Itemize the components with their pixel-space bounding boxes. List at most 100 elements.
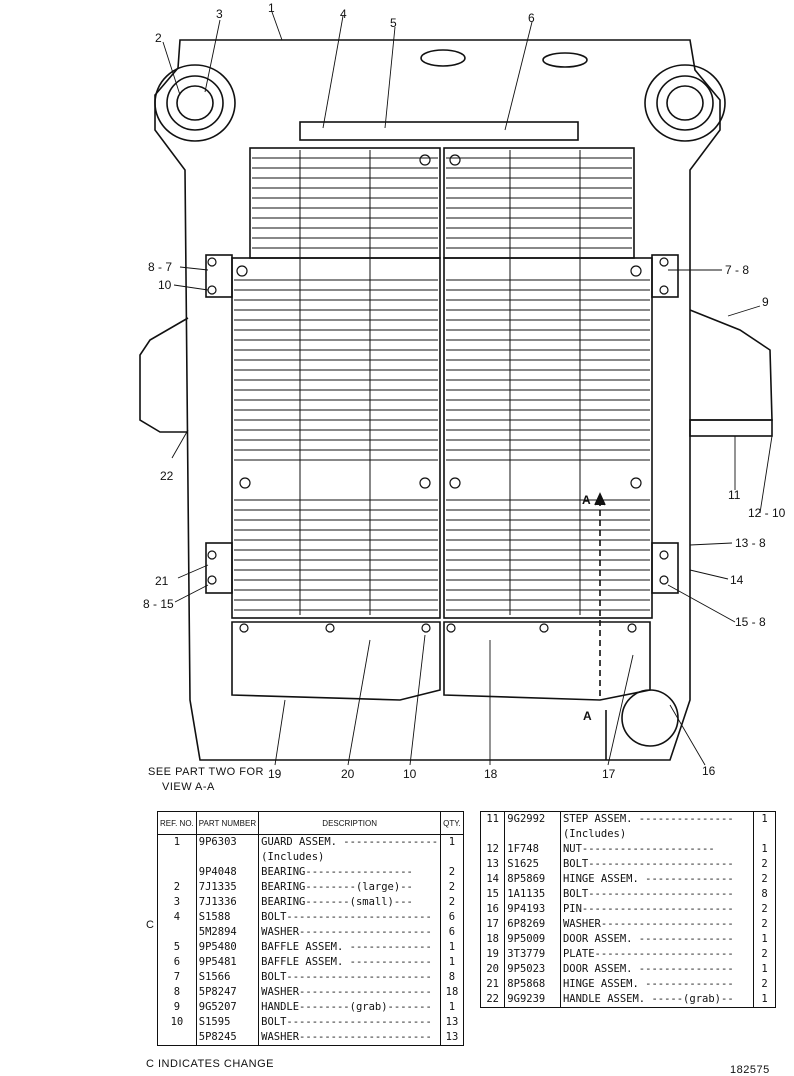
desc-cell: BEARING-------(small)--- <box>261 896 413 908</box>
qty-cell: 2 <box>753 872 776 887</box>
qty-cell <box>753 827 776 842</box>
pn-cell: 9P5009 <box>504 932 561 947</box>
pn-cell: 9G2992 <box>504 811 561 827</box>
ref-cell: 17 <box>480 917 506 932</box>
desc-cell: BOLT----------------------- <box>261 971 432 983</box>
right-door-panel <box>443 257 653 619</box>
ref-cell <box>480 827 506 842</box>
change-marker: C <box>146 919 154 931</box>
qty-cell: 2 <box>753 977 776 992</box>
callout-18: 18 <box>484 767 498 781</box>
ref-cell: 13 <box>480 857 506 872</box>
callout-16: 16 <box>702 764 716 778</box>
view-marker-a-bottom: A <box>583 709 592 723</box>
qty-cell: 6 <box>440 910 464 925</box>
callout-3: 3 <box>216 7 223 21</box>
view-marker-a-top: A <box>582 493 591 507</box>
desc-cell: BOLT----------------------- <box>562 858 734 870</box>
ref-cell <box>157 850 197 865</box>
ref-cell: 2 <box>157 880 197 895</box>
callout-10: 10 <box>158 278 172 292</box>
ref-cell: 9 <box>157 1000 197 1015</box>
change-legend: C INDICATES CHANGE <box>146 1058 274 1070</box>
ref-cell <box>157 865 197 880</box>
pn-cell: 6P8269 <box>504 917 561 932</box>
pn-cell: 9P5480 <box>196 940 260 955</box>
qty-cell: 2 <box>440 895 464 910</box>
qty-cell: 1 <box>753 932 776 947</box>
ref-cell: 16 <box>480 902 506 917</box>
desc-cell: STEP ASSEM. --------------- <box>562 813 734 825</box>
callout-6: 6 <box>528 11 535 25</box>
desc-cell: WASHER--------------------- <box>261 1031 432 1043</box>
left-door-panel <box>231 257 441 619</box>
pn-cell: S1588 <box>196 910 260 925</box>
qty-cell: 2 <box>753 902 776 917</box>
pn-cell: 8P5868 <box>504 977 561 992</box>
left-grille-frame <box>249 147 441 259</box>
drawing-number: 182575 <box>730 1064 770 1076</box>
desc-cell: BEARING----------------- <box>261 866 413 878</box>
ref-cell: 5 <box>157 940 197 955</box>
desc-cell: NUT--------------------- <box>562 843 715 855</box>
desc-cell: HINGE ASSEM. -------------- <box>562 873 734 885</box>
callout-5: 5 <box>390 16 397 30</box>
qty-cell: 1 <box>440 1000 464 1015</box>
callout-8-7: 8 - 7 <box>148 260 172 274</box>
callout-12-10: 12 - 10 <box>748 506 786 520</box>
callout-21: 21 <box>155 574 169 588</box>
callout-19: 19 <box>268 767 282 781</box>
ref-cell: 1 <box>157 834 197 850</box>
ref-cell: 18 <box>480 932 506 947</box>
ref-cell: 11 <box>480 811 506 827</box>
ref-cell: 10 <box>157 1015 197 1030</box>
qty-cell: 1 <box>753 962 776 977</box>
qty-cell: 13 <box>440 1030 464 1046</box>
left-lower-door <box>231 621 441 701</box>
qty-cell: 2 <box>440 865 464 880</box>
pn-cell: 9P4193 <box>504 902 561 917</box>
pn-cell: 9G9239 <box>504 992 561 1008</box>
pn-cell: 9P5023 <box>504 962 561 977</box>
pn-cell: 3T3779 <box>504 947 561 962</box>
right-lower-door <box>443 621 651 701</box>
pn-cell: S1595 <box>196 1015 260 1030</box>
header-qty: QTY. <box>440 811 464 835</box>
qty-cell: 1 <box>440 955 464 970</box>
qty-cell: 1 <box>440 940 464 955</box>
pn-cell <box>196 850 260 865</box>
top-baffle <box>299 121 579 141</box>
pn-cell: 9P5481 <box>196 955 260 970</box>
desc-cell: PLATE---------------------- <box>562 948 734 960</box>
callout-2: 2 <box>155 31 162 45</box>
desc-cell: DOOR ASSEM. --------------- <box>562 963 734 975</box>
ref-cell <box>157 1030 197 1046</box>
ref-cell: 15 <box>480 887 506 902</box>
desc-cell: BEARING--------(large)-- <box>261 881 413 893</box>
pn-cell: S1625 <box>504 857 561 872</box>
qty-cell: 1 <box>753 992 776 1008</box>
pn-cell: 8P5869 <box>504 872 561 887</box>
table-row: (Includes) <box>157 850 464 865</box>
desc-cell: WASHER--------------------- <box>261 986 432 998</box>
ref-cell: 22 <box>480 992 506 1008</box>
radiator-guard-drawing: 1 2 3 4 5 6 8 - 7 10 7 - 8 9 22 11 12 - … <box>139 1 786 781</box>
callout-10-bottom: 10 <box>403 767 417 781</box>
callout-13-8: 13 - 8 <box>735 536 766 550</box>
qty-cell: 2 <box>753 947 776 962</box>
see-part-two-note: SEE PART TWO FOR <box>148 766 264 778</box>
qty-cell: 1 <box>753 811 776 827</box>
